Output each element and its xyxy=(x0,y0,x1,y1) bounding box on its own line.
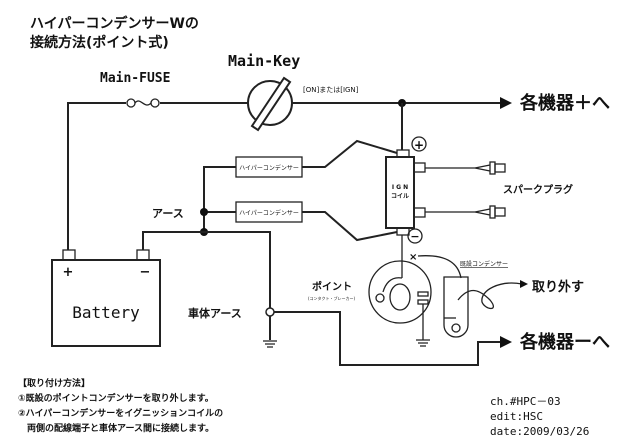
minus-terminal-icon: − xyxy=(407,228,423,244)
remove-label: 取り外す xyxy=(532,279,584,295)
plus-terminal-icon: + xyxy=(411,136,427,152)
fuse-icon xyxy=(126,98,160,108)
instructions-heading: 【取り付け方法】 xyxy=(18,377,90,389)
key-position-label: [ON]または[IGN] xyxy=(303,86,359,94)
battery-label: Battery xyxy=(72,303,140,322)
coil-label-2: コイル xyxy=(391,193,409,200)
date-label: date:2009/03/26 xyxy=(490,425,589,438)
battery: + − Battery xyxy=(51,249,161,347)
hyper-condenser-top: ハイパーコンデンサー xyxy=(235,156,303,178)
to-devices-minus-label: 各機器ーへ xyxy=(519,331,610,353)
svg-text:−: − xyxy=(140,265,151,280)
ignition-coil: I G N コイル xyxy=(385,149,426,236)
main-fuse-label: Main-FUSE xyxy=(100,71,170,86)
title-line2: 接続方法(ポイント式) xyxy=(30,34,169,51)
existing-condenser-label: 既設コンデンサー xyxy=(460,260,508,268)
ground-wires xyxy=(142,231,500,366)
svg-text:−: − xyxy=(410,230,419,243)
instruction-step-2a: ②ハイパーコンデンサーをイグニッションコイルの xyxy=(18,407,223,419)
remove-loop-arrow xyxy=(457,282,523,310)
ground-icon xyxy=(263,340,277,348)
coil-label-1: I G N xyxy=(392,184,408,191)
contact-breaker-icon xyxy=(368,235,432,347)
instruction-step-2b: 両側の配線端子と車体アース間に接続します。 xyxy=(18,422,214,434)
title-line1: ハイパーコンデンサーWの xyxy=(30,15,199,32)
arrow-icon xyxy=(500,336,512,348)
to-devices-plus-label: 各機器＋へ xyxy=(519,92,610,114)
body-earth-label: 車体アース xyxy=(188,306,242,320)
svg-text:ハイパーコンデンサー: ハイパーコンデンサー xyxy=(239,164,299,172)
existing-condenser-icon xyxy=(443,276,469,338)
curved-arrow xyxy=(417,255,462,279)
svg-text:+: + xyxy=(63,265,74,280)
earth-label: アース xyxy=(152,207,184,220)
chart-number: ch.#HPC－03 xyxy=(490,395,561,408)
point-label: ポイント xyxy=(312,280,352,293)
hyper-condenser-bottom: ハイパーコンデンサー xyxy=(235,201,303,223)
edit-label: edit:HSC xyxy=(490,410,543,423)
instruction-step-1: ①既設のポイントコンデンサーを取り外します。 xyxy=(18,392,214,404)
spark-plug-icon xyxy=(425,161,506,219)
spark-plug-label: スパークプラグ xyxy=(503,183,573,196)
key-switch-icon xyxy=(247,76,293,132)
top-wire xyxy=(67,97,512,250)
disconnect-cross-icon: × xyxy=(409,252,417,263)
svg-text:+: + xyxy=(414,138,424,152)
point-sub-label: (コンタクト・ブレーカー) xyxy=(308,295,356,301)
main-key-label: Main-Key xyxy=(228,52,300,70)
condenser-wires xyxy=(203,139,398,242)
arrow-icon xyxy=(520,280,528,288)
svg-text:ハイパーコンデンサー: ハイパーコンデンサー xyxy=(239,209,299,217)
junction-dot xyxy=(200,208,208,216)
body-earth-terminal xyxy=(265,307,275,317)
